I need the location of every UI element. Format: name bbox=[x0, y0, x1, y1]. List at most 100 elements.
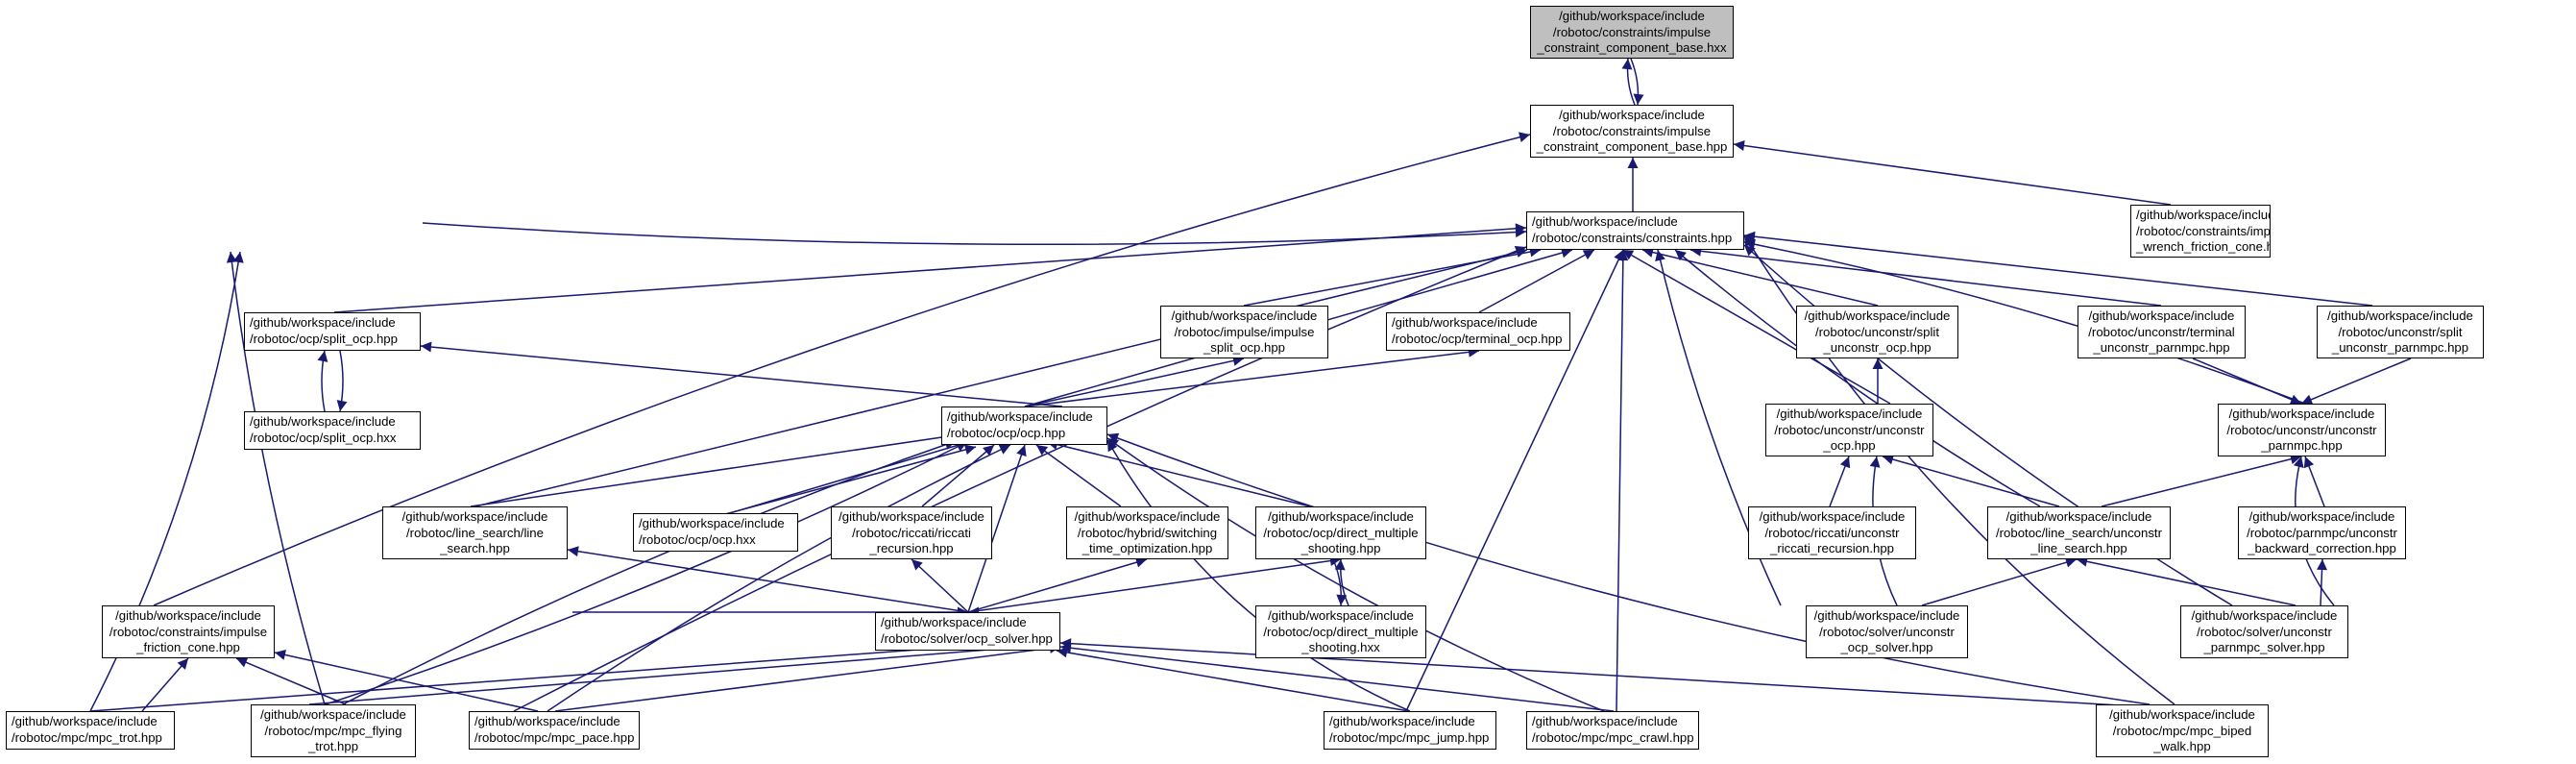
node-line: /robotoc/riccati/riccati bbox=[852, 525, 971, 540]
node-ocp-hpp[interactable]: /github/workspace/include /robotoc/ocp/o… bbox=[941, 407, 1107, 445]
node-line: /robotoc/mpc/mpc_trot.hpp bbox=[12, 729, 162, 745]
node-impulse-constraint-component-base-hxx[interactable]: /github/workspace/include /robotoc/const… bbox=[1530, 6, 1734, 59]
include-edge bbox=[911, 558, 969, 613]
node-mpc-jump-hpp[interactable]: /github/workspace/include /robotoc/mpc/m… bbox=[1324, 711, 1496, 750]
include-edge bbox=[729, 439, 969, 514]
include-edge bbox=[317, 350, 328, 412]
node-line: /github/workspace/include bbox=[250, 315, 396, 330]
node-mpc-pace-hpp[interactable]: /github/workspace/include /robotoc/mpc/m… bbox=[469, 711, 640, 750]
node-line: /github/workspace/include bbox=[1392, 315, 1538, 330]
node-line: _line_search.hpp bbox=[2030, 541, 2127, 555]
include-edge bbox=[1689, 245, 2162, 307]
node-split-unconstr-parnmpc-hpp[interactable]: /github/workspace/include /robotoc/uncon… bbox=[2317, 306, 2484, 358]
node-line: /robotoc/solver/unconstr bbox=[2197, 624, 2332, 639]
node-terminal-unconstr-parnmpc-hpp[interactable]: /github/workspace/include /robotoc/uncon… bbox=[2078, 306, 2246, 358]
include-edge bbox=[2101, 454, 2302, 507]
node-mpc-biped-walk-hpp[interactable]: /github/workspace/include /robotoc/mpc/m… bbox=[2096, 704, 2269, 757]
node-line: /robotoc/unconstr/split bbox=[2338, 324, 2463, 339]
node-line: _time_optimization.hpp bbox=[1081, 541, 1213, 555]
include-edge bbox=[141, 657, 189, 712]
node-line: /robotoc/ocp/direct_multiple bbox=[1263, 624, 1419, 639]
include-edge bbox=[1674, 249, 2041, 507]
node-line: /github/workspace/include bbox=[1759, 509, 1906, 524]
node-mpc-flying-trot-hpp[interactable]: /github/workspace/include /robotoc/mpc/m… bbox=[251, 704, 416, 757]
include-edge bbox=[967, 555, 1342, 613]
include-edge bbox=[1630, 58, 1644, 106]
node-ocp-hxx[interactable]: /github/workspace/include /robotoc/ocp/o… bbox=[633, 513, 798, 552]
node-ocp-solver-hpp[interactable]: /github/workspace/include /robotoc/solve… bbox=[875, 612, 1060, 651]
include-edge bbox=[274, 650, 539, 712]
node-line: _wrench_friction_cone.hpp bbox=[2136, 239, 2270, 254]
node-line: /github/workspace/include bbox=[2088, 308, 2235, 323]
node-line: _unconstr_parnmpc.hpp bbox=[2093, 340, 2230, 355]
node-line: _unconstr_parnmpc.hpp bbox=[2331, 340, 2469, 355]
node-impulse-wrench-friction-cone-hpp[interactable]: /github/workspace/include /robotoc/const… bbox=[2130, 205, 2271, 258]
node-line: /github/workspace/include bbox=[881, 615, 1027, 629]
node-line: /robotoc/line_search/line bbox=[406, 525, 544, 540]
node-line: /robotoc/mpc/mpc_crawl.hpp bbox=[1532, 729, 1694, 745]
node-line: /robotoc/unconstr/unconstr bbox=[1774, 422, 1925, 437]
node-line: /github/workspace/include bbox=[474, 714, 620, 728]
include-edge bbox=[1243, 246, 1542, 307]
include-edge bbox=[1733, 140, 2172, 206]
include-edge bbox=[1478, 249, 1595, 313]
node-line: _search.hpp bbox=[440, 541, 510, 555]
include-edge bbox=[1106, 437, 1605, 712]
node-line: /robotoc/constraints/impulse bbox=[2136, 223, 2271, 238]
node-impulse-constraint-component-base-hpp[interactable]: /github/workspace/include /robotoc/const… bbox=[1530, 105, 1734, 158]
node-terminal-ocp-hpp[interactable]: /github/workspace/include /robotoc/ocp/t… bbox=[1386, 312, 1570, 351]
node-line: /robotoc/solver/ocp_solver.hpp bbox=[881, 630, 1053, 646]
node-mpc-crawl-hpp[interactable]: /github/workspace/include /robotoc/mpc/m… bbox=[1526, 711, 1699, 750]
node-mpc-trot-hpp[interactable]: /github/workspace/include /robotoc/mpc/m… bbox=[6, 711, 175, 750]
node-line: _friction_cone.hpp bbox=[136, 640, 240, 654]
node-unconstr-line-search-hpp[interactable]: /github/workspace/include /robotoc/line_… bbox=[1987, 506, 2171, 559]
include-edge bbox=[336, 350, 348, 412]
node-unconstr-riccati-recursion-hpp[interactable]: /github/workspace/include /robotoc/ricca… bbox=[1748, 506, 1916, 559]
include-edge bbox=[2317, 558, 2328, 606]
node-constraints-hpp[interactable]: /github/workspace/include /robotoc/const… bbox=[1526, 211, 1744, 250]
node-line-search-hpp[interactable]: /github/workspace/include /robotoc/line_… bbox=[382, 506, 568, 559]
include-edge bbox=[1655, 249, 1782, 606]
node-line: /github/workspace/include bbox=[1532, 214, 1678, 229]
include-edge bbox=[308, 639, 1061, 705]
node-line: /github/workspace/include bbox=[1171, 308, 1318, 323]
include-edge bbox=[1332, 558, 1348, 606]
include-edge bbox=[1743, 231, 2373, 307]
node-unconstr-parnmpc-hpp[interactable]: /github/workspace/include /robotoc/uncon… bbox=[2218, 404, 2386, 456]
node-line: /github/workspace/include bbox=[1329, 714, 1475, 728]
node-line: /github/workspace/include bbox=[1268, 509, 1414, 524]
node-line: /github/workspace/include bbox=[2228, 407, 2375, 421]
include-edge bbox=[1056, 647, 1410, 712]
node-line: /robotoc/constraints/impulse bbox=[109, 624, 268, 639]
node-line: /robotoc/ocp/terminal_ocp.hpp bbox=[1392, 331, 1563, 346]
node-line: /github/workspace/include bbox=[838, 509, 984, 524]
include-edge bbox=[2076, 555, 2297, 606]
node-line: /robotoc/solver/unconstr bbox=[1819, 624, 1955, 639]
node-line: /github/workspace/include bbox=[1532, 714, 1678, 728]
node-direct-multiple-shooting-hxx[interactable]: /github/workspace/include /robotoc/ocp/d… bbox=[1255, 605, 1426, 658]
include-edge bbox=[153, 132, 1531, 606]
include-edge bbox=[967, 556, 1148, 613]
node-impulse-friction-cone-hpp[interactable]: /github/workspace/include /robotoc/const… bbox=[102, 605, 275, 658]
node-line: _trot.hpp bbox=[307, 739, 359, 753]
node-impulse-split-ocp-hpp[interactable]: /github/workspace/include /robotoc/impul… bbox=[1160, 306, 1328, 358]
node-riccati-recursion-hpp[interactable]: /github/workspace/include /robotoc/ricca… bbox=[831, 506, 992, 559]
node-line: /robotoc/mpc/mpc_flying bbox=[264, 723, 402, 738]
node-line: /github/workspace/include bbox=[12, 714, 158, 728]
node-unconstr-ocp-hpp[interactable]: /github/workspace/include /robotoc/uncon… bbox=[1765, 404, 1933, 456]
node-split-ocp-hpp[interactable]: /github/workspace/include /robotoc/ocp/s… bbox=[244, 312, 421, 351]
node-direct-multiple-shooting-hpp[interactable]: /github/workspace/include /robotoc/ocp/d… bbox=[1255, 506, 1426, 559]
node-unconstr-ocp-solver-hpp[interactable]: /github/workspace/include /robotoc/solve… bbox=[1806, 605, 1968, 658]
node-split-ocp-hxx[interactable]: /github/workspace/include /robotoc/ocp/s… bbox=[244, 411, 421, 450]
include-edge bbox=[1334, 558, 1349, 606]
node-switching-time-optimization-hpp[interactable]: /github/workspace/include /robotoc/hybri… bbox=[1066, 506, 1228, 559]
node-split-unconstr-ocp-hpp[interactable]: /github/workspace/include /robotoc/uncon… bbox=[1796, 306, 1958, 358]
node-line: _parnmpc.hpp bbox=[2261, 438, 2343, 453]
include-edge bbox=[1059, 638, 2170, 709]
node-line: /robotoc/mpc/mpc_pace.hpp bbox=[474, 729, 635, 745]
node-unconstr-parnmpc-solver-hpp[interactable]: /github/workspace/include /robotoc/solve… bbox=[2180, 605, 2348, 658]
node-unconstr-backward-correction-hpp[interactable]: /github/workspace/include /robotoc/parnm… bbox=[2238, 506, 2406, 559]
node-line: /robotoc/unconstr/unconstr bbox=[2226, 422, 2377, 437]
node-line: _parnmpc_solver.hpp bbox=[2203, 640, 2325, 654]
